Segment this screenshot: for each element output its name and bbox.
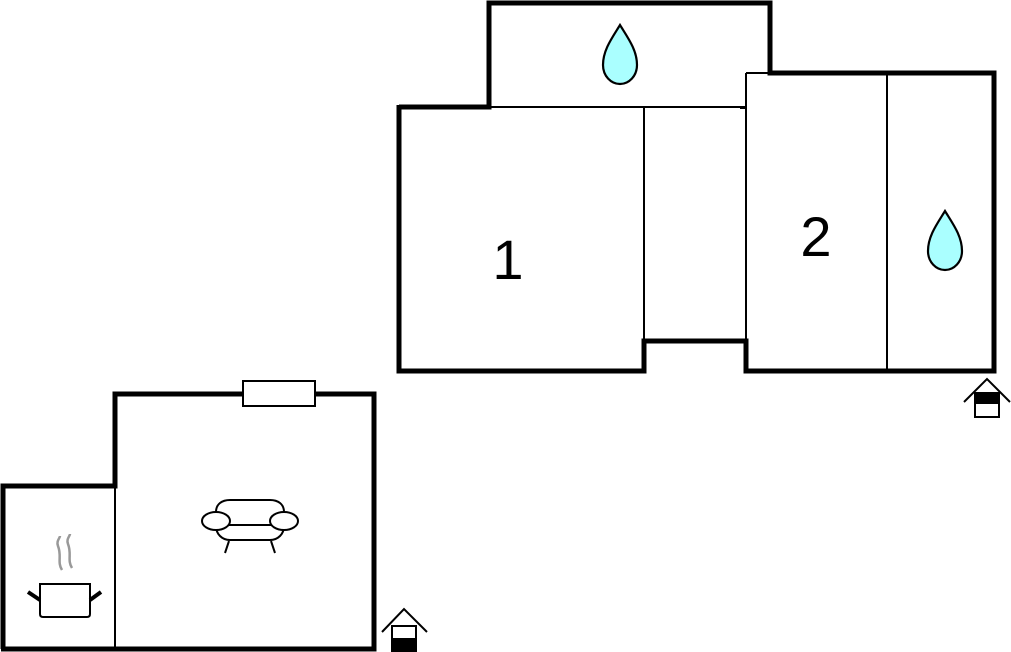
room-label-2: 2 (800, 205, 831, 268)
entrance-house-icon[interactable] (963, 377, 1011, 418)
room-label-1: 1 (492, 228, 523, 291)
lower-outer-wall (0, 391, 377, 652)
cooking-pot-icon (26, 533, 103, 618)
sofa-icon (201, 499, 299, 554)
water-drop-icon (926, 208, 964, 272)
upper-outer-wall (396, 0, 997, 374)
window-icon (242, 380, 316, 407)
entrance-house-icon[interactable] (381, 607, 428, 652)
upper-floor: 1 2 (396, 0, 1011, 418)
lower-floor (0, 380, 428, 652)
water-drop-icon (601, 22, 639, 86)
